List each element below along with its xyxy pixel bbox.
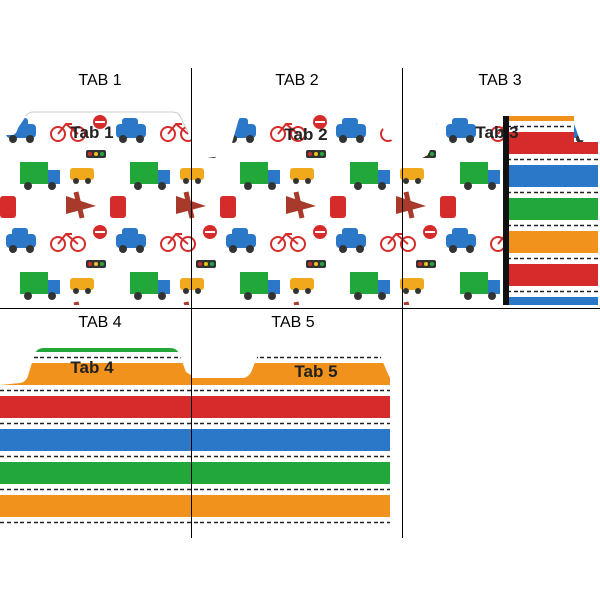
cell-heading-tab-5: TAB 5 (271, 314, 315, 331)
tab-text-2: Tab 2 (284, 125, 327, 144)
divider-horizontal (0, 308, 600, 309)
cell-heading-tab-4: TAB 4 (78, 314, 122, 331)
divider-vertical-2 (402, 68, 403, 308)
divider-vertical-3 (191, 308, 192, 538)
cell-heading-tab-1: TAB 1 (78, 72, 122, 89)
cell-heading-tab-3: TAB 3 (478, 72, 522, 89)
tab-card-2 (192, 114, 402, 305)
tab-text-5: Tab 5 (294, 362, 337, 381)
tab-card-1 (0, 111, 191, 305)
tab-card-3 (403, 116, 598, 305)
tab-card-4 (0, 348, 191, 528)
tab-card-5 (192, 352, 390, 528)
cell-heading-tab-2: TAB 2 (275, 72, 319, 89)
tab-text-3: Tab 3 (475, 123, 518, 142)
divider-vertical-1 (191, 68, 192, 308)
tab-text-1: Tab 1 (70, 123, 113, 142)
tab-text-4: Tab 4 (70, 358, 114, 377)
divider-vertical-4 (402, 308, 403, 538)
